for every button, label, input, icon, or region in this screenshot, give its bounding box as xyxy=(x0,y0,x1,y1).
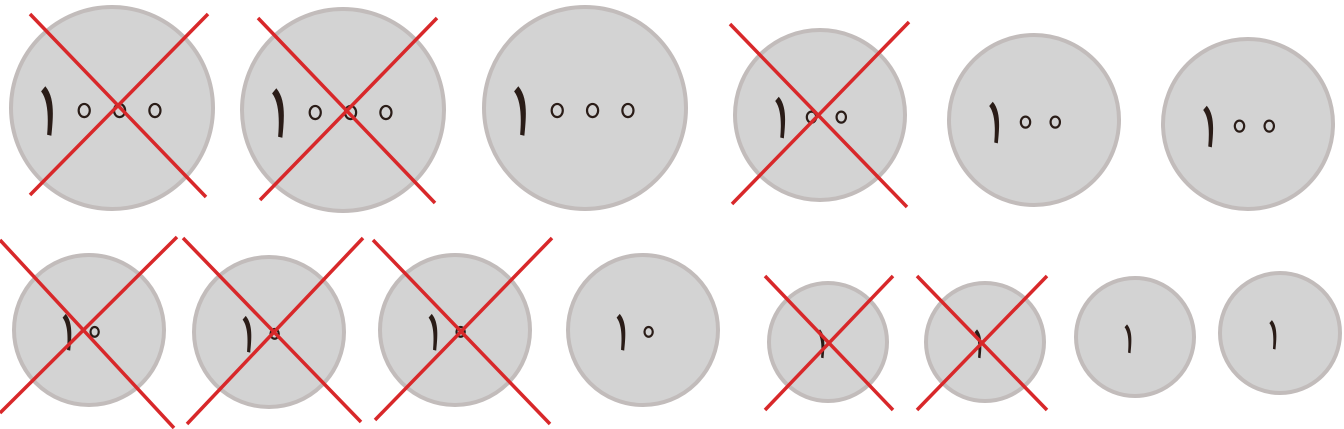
coin-face xyxy=(192,255,346,409)
coin-1-c: ١ xyxy=(1074,276,1196,398)
numeral-zero xyxy=(835,110,848,124)
coin-1000-c: ١٠٠٠ xyxy=(482,5,688,211)
cross-mark xyxy=(915,274,1049,412)
coin-1-d: ١ xyxy=(1218,271,1342,395)
numeral-one xyxy=(989,101,1000,144)
cross-mark xyxy=(371,236,554,426)
numeral-zero xyxy=(1049,115,1062,129)
cross-line xyxy=(728,22,909,209)
coin-face xyxy=(482,5,688,211)
coin-10-d: ١٠ xyxy=(566,253,720,407)
numeral-zero xyxy=(455,325,466,338)
numeral-one xyxy=(1124,324,1132,354)
cross-mark xyxy=(728,20,911,209)
cross-line xyxy=(256,16,437,205)
cross-mark xyxy=(181,236,365,426)
numeral-zero xyxy=(1019,115,1032,129)
numeral-zero xyxy=(89,325,100,338)
numeral-one xyxy=(1269,320,1277,350)
coin-10-b: ١٠ xyxy=(192,255,346,409)
cross-mark xyxy=(28,12,210,199)
cross-mark xyxy=(0,235,179,429)
numeral-zero xyxy=(621,102,635,119)
coin-face xyxy=(947,33,1121,207)
coin-face xyxy=(378,253,532,407)
numeral-zero xyxy=(148,102,162,119)
cross-line xyxy=(730,20,911,206)
coin-face xyxy=(1218,271,1342,395)
cross-line xyxy=(373,236,554,422)
coin-100-b: ١٠٠ xyxy=(947,33,1121,207)
numeral-one xyxy=(514,86,526,136)
coin-face xyxy=(566,253,720,407)
numeral-one xyxy=(775,96,786,139)
cross-mark xyxy=(763,274,895,412)
cross-line xyxy=(371,238,552,426)
cross-line xyxy=(258,16,439,202)
cross-line xyxy=(915,274,1049,412)
numeral-one xyxy=(616,313,626,351)
numeral-one xyxy=(41,86,53,136)
numeral-one xyxy=(242,315,252,353)
numeral-zero xyxy=(1263,119,1276,133)
coin-face xyxy=(9,5,215,211)
coin-10-a: ١٠ xyxy=(12,253,166,407)
cross-line xyxy=(763,274,895,412)
numeral-zero xyxy=(643,325,654,338)
numeral-zero xyxy=(379,104,393,121)
cross-line xyxy=(0,235,179,415)
numeral-one xyxy=(272,88,284,138)
numeral-zero xyxy=(77,102,91,119)
numeral-one xyxy=(974,329,982,359)
numeral-zero xyxy=(308,104,322,121)
coin-face xyxy=(12,253,166,407)
numeral-one xyxy=(1203,105,1214,148)
coin-face xyxy=(1074,276,1196,398)
numeral-zero xyxy=(585,102,600,119)
cross-line xyxy=(28,12,208,199)
numeral-one xyxy=(62,313,72,351)
cross-line xyxy=(0,238,176,429)
numeral-zero xyxy=(1233,119,1246,133)
cross-mark xyxy=(256,16,439,205)
cross-line xyxy=(181,236,363,424)
coin-10-c: ١٠ xyxy=(378,253,532,407)
coin-face xyxy=(1161,37,1335,211)
coin-100-c: ١٠٠ xyxy=(1161,37,1335,211)
numeral-one xyxy=(428,313,438,351)
numeral-zero xyxy=(550,102,564,119)
